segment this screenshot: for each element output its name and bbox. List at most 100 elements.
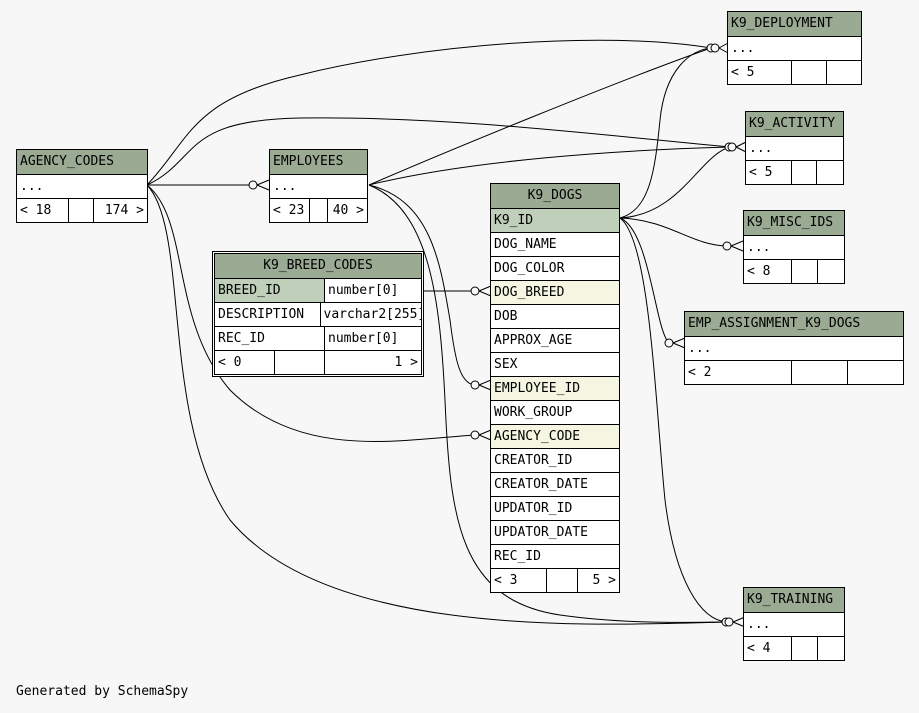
marker-empassign xyxy=(664,338,674,348)
edge-dogs-empassign xyxy=(619,217,670,344)
footer-spacer xyxy=(792,61,827,84)
column-work-group[interactable]: WORK_GROUP xyxy=(491,401,619,425)
column-employee-id[interactable]: EMPLOYEE_ID xyxy=(491,377,619,401)
column-name: DESCRIPTION xyxy=(215,303,321,326)
parent-count: < 5 xyxy=(728,61,792,84)
footer-spacer xyxy=(792,260,818,283)
edge-dogs-training xyxy=(619,217,728,623)
footer-spacer xyxy=(818,260,844,283)
fork-employees xyxy=(256,179,270,191)
parent-count: < 2 xyxy=(685,361,792,384)
footer-spacer xyxy=(792,637,818,660)
column-placeholder: ... xyxy=(17,175,147,199)
table-header[interactable]: EMP_ASSIGNMENT_K9_DOGS xyxy=(685,312,903,337)
table-k9-breed-codes[interactable]: K9_BREED_CODES BREED_ID number[0] DESCRI… xyxy=(212,251,424,377)
column-updator-id[interactable]: UPDATOR_ID xyxy=(491,497,619,521)
column-placeholder: ... xyxy=(746,137,843,161)
column-agency-code[interactable]: AGENCY_CODE xyxy=(491,425,619,449)
edge-agency-dogs xyxy=(146,184,476,442)
edge-employees-activity xyxy=(368,146,731,186)
fork-empassign xyxy=(672,337,686,349)
marker-agency-code xyxy=(470,430,480,440)
edge-employees-training xyxy=(368,184,728,623)
table-header[interactable]: K9_ACTIVITY xyxy=(746,112,843,137)
table-emp-assignment-k9-dogs[interactable]: EMP_ASSIGNMENT_K9_DOGS ... < 2 xyxy=(684,311,904,385)
column-type: number[0] xyxy=(328,331,399,346)
parent-count: < 5 xyxy=(746,161,792,184)
column-sex[interactable]: SEX xyxy=(491,353,619,377)
edge-employees-dogs xyxy=(368,184,476,386)
footer-spacer xyxy=(827,61,861,84)
table-footer: < 3 5 > xyxy=(491,569,619,592)
table-header[interactable]: EMPLOYEES xyxy=(270,150,367,175)
table-header[interactable]: K9_BREED_CODES xyxy=(215,254,421,279)
footer-spacer xyxy=(275,351,325,374)
column-row[interactable]: DESCRIPTION varchar2[255] xyxy=(215,303,421,327)
column-creator-date[interactable]: CREATOR_DATE xyxy=(491,473,619,497)
edge-employees-deployment xyxy=(368,47,712,186)
column-approx-age[interactable]: APPROX_AGE xyxy=(491,329,619,353)
edge-dogs-misc xyxy=(619,217,728,247)
table-k9-training[interactable]: K9_TRAINING ... < 4 xyxy=(743,587,845,661)
table-header[interactable]: K9_MISC_IDS xyxy=(744,211,844,236)
table-footer: < 18 174 > xyxy=(17,199,147,222)
column-dog-name[interactable]: DOG_NAME xyxy=(491,233,619,257)
parent-count: < 0 xyxy=(215,351,275,374)
table-header[interactable]: AGENCY_CODES xyxy=(17,150,147,175)
table-footer: < 5 xyxy=(728,61,861,84)
fork-employee-id xyxy=(478,379,492,391)
edge-agency-activity xyxy=(146,117,731,186)
table-k9-misc-ids[interactable]: K9_MISC_IDS ... < 8 xyxy=(743,210,845,284)
column-dog-breed[interactable]: DOG_BREED xyxy=(491,281,619,305)
table-footer: < 8 xyxy=(744,260,844,283)
table-header[interactable]: K9_TRAINING xyxy=(744,588,844,613)
column-placeholder: ... xyxy=(685,337,903,361)
marker-misc xyxy=(722,241,732,251)
marker-training-2 xyxy=(724,617,734,627)
footer-spacer xyxy=(547,569,578,592)
fork-dog-breed xyxy=(478,285,492,297)
footer-spacer xyxy=(792,361,848,384)
child-count: 40 > xyxy=(332,203,364,218)
marker-deployment-2 xyxy=(710,43,720,53)
marker-employees xyxy=(248,180,258,190)
footer-spacer xyxy=(818,637,844,660)
column-name: REC_ID xyxy=(215,327,325,350)
column-name: BREED_ID xyxy=(215,279,325,302)
column-dog-color[interactable]: DOG_COLOR xyxy=(491,257,619,281)
column-updator-date[interactable]: UPDATOR_DATE xyxy=(491,521,619,545)
generated-by-credit: Generated by SchemaSpy xyxy=(16,684,189,699)
table-header[interactable]: K9_DOGS xyxy=(491,184,619,209)
column-placeholder: ... xyxy=(270,175,367,199)
column-type: number[0] xyxy=(325,279,421,302)
child-count: 174 > xyxy=(104,203,144,218)
column-creator-id[interactable]: CREATOR_ID xyxy=(491,449,619,473)
column-dob[interactable]: DOB xyxy=(491,305,619,329)
edge-dogs-deployment xyxy=(619,47,712,219)
column-row[interactable]: REC_ID number[0] xyxy=(215,327,421,351)
child-count: 1 > xyxy=(394,355,418,370)
column-k9-id[interactable]: K9_ID xyxy=(491,209,619,233)
edge-agency-training xyxy=(146,184,728,625)
column-row[interactable]: BREED_ID number[0] xyxy=(215,279,421,303)
footer-spacer xyxy=(792,161,817,184)
child-count: 5 > xyxy=(592,573,616,588)
table-footer: < 2 xyxy=(685,361,903,384)
marker-dog-breed xyxy=(470,286,480,296)
column-placeholder: ... xyxy=(744,236,844,260)
table-footer: < 5 xyxy=(746,161,843,184)
fork-activity xyxy=(735,141,747,153)
parent-count: < 23 xyxy=(270,199,310,222)
table-employees[interactable]: EMPLOYEES ... < 23 40 > xyxy=(269,149,368,223)
footer-spacer xyxy=(69,199,94,222)
table-header[interactable]: K9_DEPLOYMENT xyxy=(728,12,861,37)
column-rec-id[interactable]: REC_ID xyxy=(491,545,619,569)
table-k9-deployment[interactable]: K9_DEPLOYMENT ... < 5 xyxy=(727,11,862,85)
table-k9-dogs[interactable]: K9_DOGS K9_ID DOG_NAME DOG_COLOR DOG_BRE… xyxy=(490,183,620,593)
table-agency-codes[interactable]: AGENCY_CODES ... < 18 174 > xyxy=(16,149,148,223)
table-k9-activity[interactable]: K9_ACTIVITY ... < 5 xyxy=(745,111,844,185)
table-footer: < 0 1 > xyxy=(215,351,421,374)
marker-employee-id xyxy=(470,380,480,390)
edge-dogs-activity xyxy=(619,146,731,219)
